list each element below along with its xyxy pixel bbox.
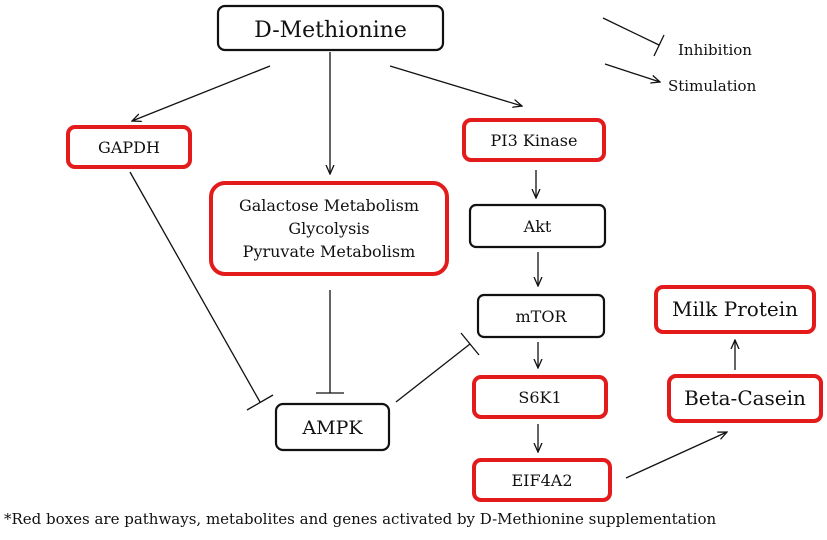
node-mtor: mTOR <box>476 293 606 339</box>
legend: Inhibition Stimulation <box>602 17 757 95</box>
node-label-line-2: Glycolysis <box>288 219 369 238</box>
node-label: mTOR <box>515 307 567 326</box>
inhibit-bar-gapdh <box>246 394 274 411</box>
node-akt: Akt <box>468 203 607 249</box>
legend-inhibition-line <box>602 17 660 46</box>
node-eif4a2: EIF4A2 <box>472 458 612 502</box>
legend-stimulation-label: Stimulation <box>668 77 757 95</box>
node-gapdh: GAPDH <box>66 125 192 169</box>
legend-stimulation-arrow <box>604 63 660 82</box>
node-s6k1: S6K1 <box>472 375 608 419</box>
node-pi3k: PI3 Kinase <box>462 118 606 162</box>
arrow-eif4a2-to-betacasein <box>625 432 727 479</box>
node-label: EIF4A2 <box>511 471 572 490</box>
arrow-dmethionine-to-pi3k <box>389 65 522 106</box>
inhibit-bar-ampk <box>460 332 480 356</box>
node-label: Akt <box>523 217 552 236</box>
node-label-line-3: Pyruvate Metabolism <box>243 242 416 261</box>
inhibit-gapdh-to-ampk <box>129 171 261 403</box>
node-ampk: AMPK <box>274 402 391 452</box>
arrow-dmethionine-to-gapdh <box>132 65 271 121</box>
node-beta-casein: Beta-Casein <box>667 374 823 423</box>
node-label: Milk Protein <box>672 297 798 321</box>
legend-inhibition-bar <box>653 34 665 57</box>
node-label-line-1: Galactose Metabolism <box>239 196 419 215</box>
node-label: PI3 Kinase <box>491 131 578 150</box>
node-label: AMPK <box>301 417 363 439</box>
node-label: D-Methionine <box>254 18 407 43</box>
edges <box>129 52 735 479</box>
node-label: GAPDH <box>98 138 160 157</box>
node-metabolism: Galactose Metabolism Glycolysis Pyruvate… <box>209 181 449 276</box>
inhibit-ampk-to-mtor <box>395 343 471 403</box>
node-label: S6K1 <box>518 388 561 407</box>
footnote: *Red boxes are pathways, metabolites and… <box>4 510 717 528</box>
node-label: Beta-Casein <box>684 386 806 410</box>
node-d-methionine: D-Methionine <box>216 4 445 52</box>
node-milk-protein: Milk Protein <box>654 285 816 334</box>
legend-inhibition-label: Inhibition <box>678 41 752 59</box>
